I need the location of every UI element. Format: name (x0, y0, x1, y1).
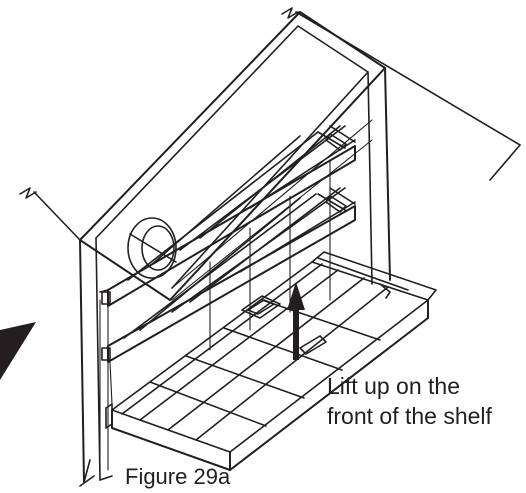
figure-caption: Figure 29a (125, 464, 231, 489)
lift-up-arrow (287, 282, 305, 360)
shelf-middle (101, 187, 356, 363)
direction-arrowhead (0, 322, 36, 380)
instruction-line-1: Lift up on the (327, 373, 460, 399)
instruction-line-2: front of the shelf (327, 403, 492, 429)
fan-cover (127, 217, 177, 279)
cabinet-housing (19, 7, 521, 487)
shelf-bottom-extended (105, 251, 437, 471)
instruction-text: Lift up on the front of the shelf (327, 371, 523, 431)
shelf-top (99, 125, 356, 307)
interior-back-grid (171, 119, 373, 351)
interior-side-lines (99, 299, 113, 471)
